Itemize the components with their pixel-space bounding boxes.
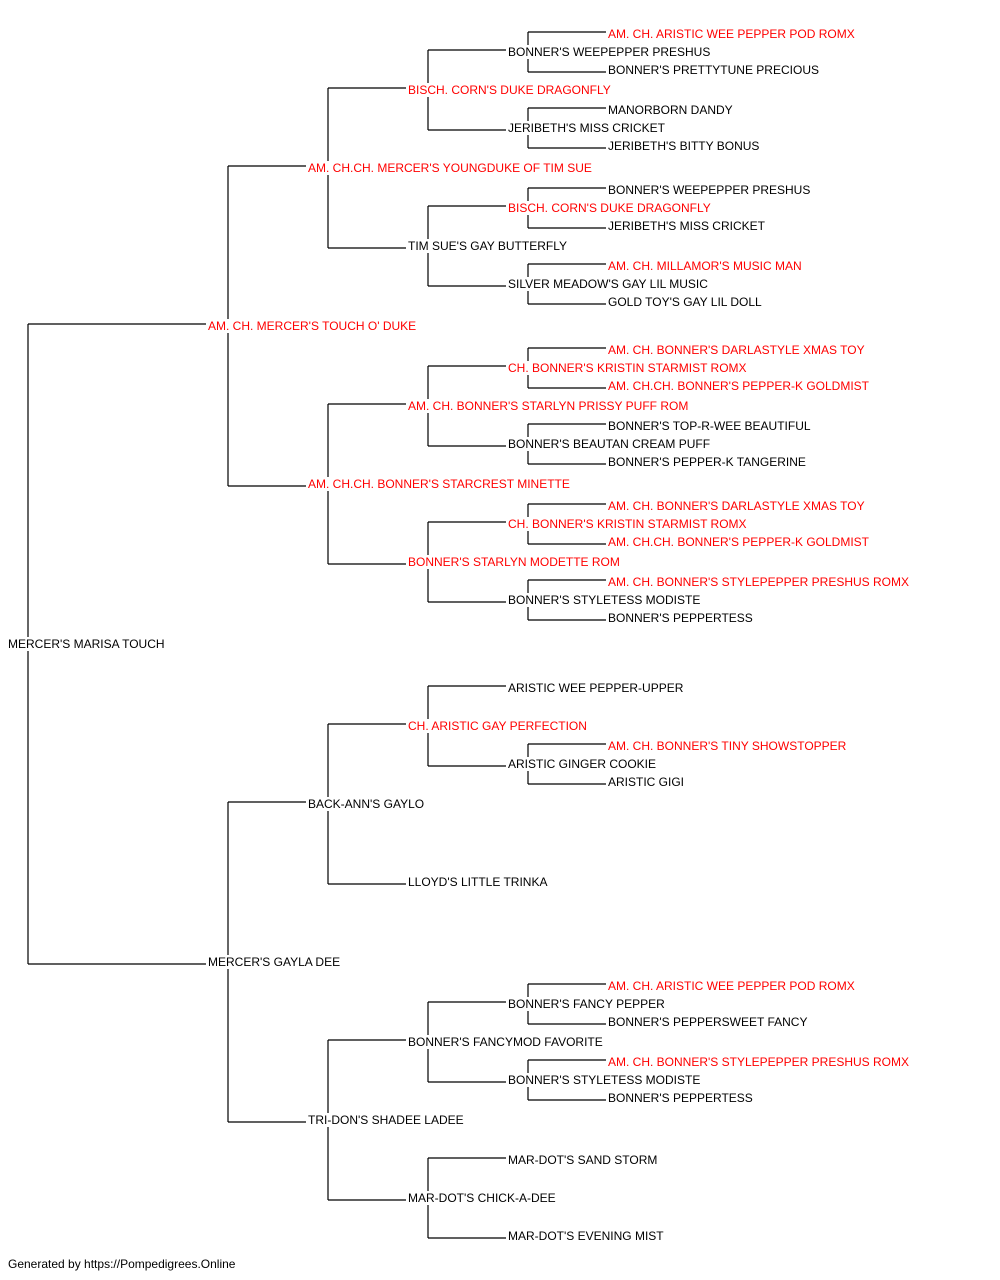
dog-name: GOLD TOY'S GAY LIL DOLL — [608, 295, 762, 309]
dog-name-titled: CH. BONNER'S KRISTIN STARMIST ROMX — [508, 361, 747, 375]
dog-name-titled: BISCH. CORN'S DUKE DRAGONFLY — [408, 83, 611, 97]
dog-name: BONNER'S WEEPEPPER PRESHUS — [608, 183, 811, 197]
dog-name: ARISTIC GINGER COOKIE — [508, 757, 657, 771]
dog-name: SILVER MEADOW'S GAY LIL MUSIC — [508, 277, 708, 291]
dog-name-titled: AM. CH.CH. BONNER'S PEPPER-K GOLDMIST — [608, 535, 869, 549]
dog-name-titled: AM. CH. MILLAMOR'S MUSIC MAN — [608, 259, 802, 273]
dog-name: BONNER'S STYLETESS MODISTE — [508, 1073, 701, 1087]
dog-name: BONNER'S WEEPEPPER PRESHUS — [508, 45, 711, 59]
dog-name: MAR-DOT'S EVENING MIST — [508, 1229, 664, 1243]
dog-name: BONNER'S FANCYMOD FAVORITE — [408, 1035, 603, 1049]
dog-name: JERIBETH'S BITTY BONUS — [608, 139, 760, 153]
dog-name-titled: AM. CH. ARISTIC WEE PEPPER POD ROMX — [608, 979, 855, 993]
dog-name: BONNER'S PEPPERTESS — [608, 611, 753, 625]
dog-name-titled: BISCH. CORN'S DUKE DRAGONFLY — [508, 201, 711, 215]
dog-name: MERCER'S MARISA TOUCH — [8, 637, 165, 651]
dog-name: JERIBETH'S MISS CRICKET — [508, 121, 665, 135]
dog-name-titled: CH. ARISTIC GAY PERFECTION — [408, 719, 587, 733]
dog-name: LLOYD'S LITTLE TRINKA — [408, 875, 548, 889]
dog-name-titled: AM. CH. BONNER'S TINY SHOWSTOPPER — [608, 739, 847, 753]
dog-name-titled: AM. CH. MERCER'S TOUCH O' DUKE — [208, 319, 417, 333]
dog-name-titled: AM. CH. BONNER'S STARLYN PRISSY PUFF ROM — [408, 399, 689, 413]
dog-name: MAR-DOT'S SAND STORM — [508, 1153, 658, 1167]
dog-name-titled: AM. CH.CH. BONNER'S STARCREST MINETTE — [308, 477, 570, 491]
dog-name: BONNER'S PRETTYTUNE PRECIOUS — [608, 63, 819, 77]
dog-name-titled: BONNER'S STARLYN MODETTE ROM — [408, 555, 620, 569]
dog-name: BONNER'S PEPPER-K TANGERINE — [608, 455, 806, 469]
dog-name: BACK-ANN'S GAYLO — [308, 797, 425, 811]
dog-name-titled: AM. CH. BONNER'S DARLASTYLE XMAS TOY — [608, 343, 865, 357]
dog-name: BONNER'S FANCY PEPPER — [508, 997, 665, 1011]
dog-name-titled: AM. CH.CH. MERCER'S YOUNGDUKE OF TIM SUE — [308, 161, 592, 175]
dog-name: BONNER'S STYLETESS MODISTE — [508, 593, 701, 607]
dog-name: JERIBETH'S MISS CRICKET — [608, 219, 765, 233]
dog-name: BONNER'S PEPPERTESS — [608, 1091, 753, 1105]
dog-name: TIM SUE'S GAY BUTTERFLY — [408, 239, 567, 253]
dog-name: ARISTIC WEE PEPPER-UPPER — [508, 681, 684, 695]
dog-name: MAR-DOT'S CHICK-A-DEE — [408, 1191, 556, 1205]
dog-name: TRI-DON'S SHADEE LADEE — [308, 1113, 464, 1127]
dog-name: MERCER'S GAYLA DEE — [208, 955, 341, 969]
dog-name-titled: AM. CH. ARISTIC WEE PEPPER POD ROMX — [608, 27, 855, 41]
dog-name-titled: AM. CH. BONNER'S DARLASTYLE XMAS TOY — [608, 499, 865, 513]
dog-name: MANORBORN DANDY — [608, 103, 733, 117]
dog-name-titled: AM. CH. BONNER'S STYLEPEPPER PRESHUS ROM… — [608, 1055, 910, 1069]
dog-name-titled: CH. BONNER'S KRISTIN STARMIST ROMX — [508, 517, 747, 531]
dog-name: BONNER'S TOP-R-WEE BEAUTIFUL — [608, 419, 811, 433]
dog-name: ARISTIC GIGI — [608, 775, 685, 789]
dog-name-titled: AM. CH.CH. BONNER'S PEPPER-K GOLDMIST — [608, 379, 869, 393]
dog-name: BONNER'S BEAUTAN CREAM PUFF — [508, 437, 711, 451]
footer-credit: Generated by https://Pompedigrees.Online — [8, 1257, 236, 1271]
dog-name: BONNER'S PEPPERSWEET FANCY — [608, 1015, 808, 1029]
dog-name-titled: AM. CH. BONNER'S STYLEPEPPER PRESHUS ROM… — [608, 575, 910, 589]
